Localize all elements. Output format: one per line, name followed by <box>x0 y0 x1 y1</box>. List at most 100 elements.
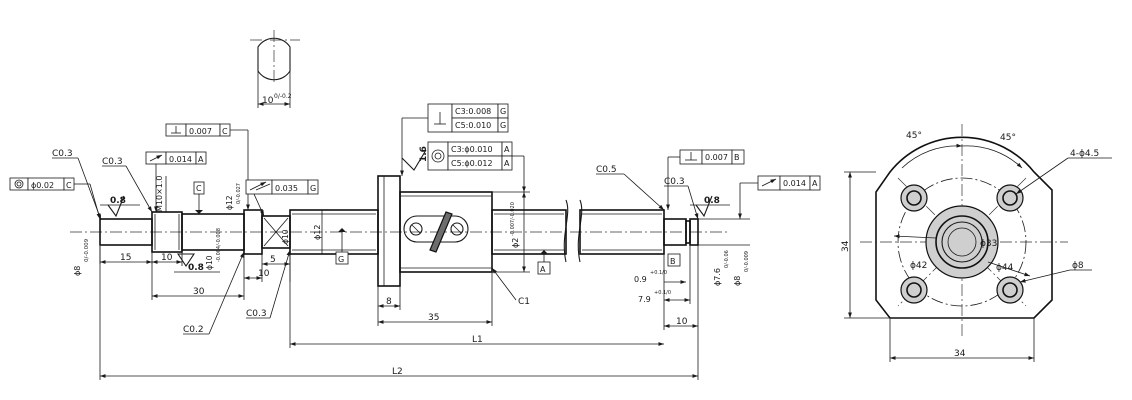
frame-runout-a: 0.014 A <box>145 151 207 212</box>
bolt-hole-bl <box>900 276 928 304</box>
screw-shaft <box>70 199 730 263</box>
flange-outline <box>875 136 1053 319</box>
roughness-under: 0.8 <box>188 263 204 273</box>
angle-left: 45° <box>906 131 922 141</box>
left-journal-tol: 0/-0.009 <box>84 238 90 262</box>
frame-perp-b-value: 0.007 <box>705 153 728 162</box>
bolt-hole-tl <box>900 184 928 212</box>
frame-runout-a-value: 0.014 <box>169 155 192 164</box>
datum-c: C <box>196 184 202 193</box>
dim-L1: L1 <box>472 335 483 345</box>
conc-nut-c3-datum: A <box>504 145 510 154</box>
ball-nut <box>377 175 493 287</box>
bore-core <box>947 227 977 257</box>
frame-runout-a-right: 0.014 A <box>738 175 821 219</box>
conc-nut-c3: C3:ϕ0.010 <box>451 145 493 154</box>
roughness-nut-symbol <box>401 149 427 171</box>
chamfer-nut: C1 <box>518 297 530 307</box>
datum-b: B <box>670 257 676 266</box>
detail-width-tol: 0/-0.2 <box>274 93 292 100</box>
roughness-left: 0.8 <box>110 196 126 206</box>
groove-dia-tol: 0/-0.06 <box>724 250 730 268</box>
right-end <box>689 218 699 246</box>
thread-spec: M10×1.0 <box>155 175 164 212</box>
frame-runout-a-right-value: 0.014 <box>783 179 806 188</box>
overall-dimensions: L1 L2 <box>99 246 698 380</box>
frame-perp-nut: C3:0.008 G C5:0.010 G <box>400 103 509 176</box>
bearing-tol: -0.004/-0.008 <box>216 228 222 262</box>
flange-height: 34 <box>841 240 851 252</box>
bolt-hole-tr <box>996 184 1024 212</box>
conc-nut-c5-datum: A <box>504 159 510 168</box>
left-tolerance-frames: ϕ0.02 C 0.014 A 0.007 C <box>9 123 319 220</box>
tube-screw-left <box>409 222 423 236</box>
right-journal-tol: 0/-0.009 <box>744 251 750 272</box>
right-dimensions: C0.5 C0.3 0.007 B 0.014 A 0.8 <box>596 149 821 380</box>
frame-perp-b-datum: B <box>734 153 740 162</box>
left-dimensions: ϕ8 0/-0.009 15 10 30 10 5 M10×1.0 ϕ10 -0… <box>52 149 349 335</box>
shaft-dia: ϕ12 <box>313 225 322 240</box>
frame-conc-c-datum: C <box>66 181 72 190</box>
nut-flange <box>377 175 401 287</box>
datum-b-box <box>667 253 681 267</box>
left-journal-dia: ϕ8 <box>73 266 82 276</box>
perp-nut-c5: C5:0.010 <box>455 121 491 130</box>
chamfer-left-end: C0.3 <box>52 149 73 159</box>
frame-perp-c-value: 0.007 <box>189 127 212 136</box>
shoulder-dia: ϕ12 <box>225 195 234 210</box>
groove-width: 0.9 <box>634 275 647 284</box>
nut-body <box>399 191 493 273</box>
pcd-circle <box>897 177 1027 307</box>
frame-runout-a-right-datum: A <box>812 179 818 188</box>
tube-screw-right <box>450 222 464 236</box>
frame-concentricity-c: ϕ0.02 C <box>9 177 101 220</box>
frame-runout-g-value: 0.035 <box>275 184 298 193</box>
perp-nut-c3-datum: G <box>500 107 506 116</box>
datum-a: A <box>540 265 546 274</box>
chamfer-right-top: C0.5 <box>596 165 617 175</box>
chamfer-right-end: C0.3 <box>664 177 685 187</box>
frame-conc-nut: C3:ϕ0.010 A C5:ϕ0.012 A <box>427 141 526 192</box>
chamfer-thread: C0.3 <box>102 157 123 167</box>
groove-pos-tol: +0.1/0 <box>654 290 671 296</box>
frame-runout-a-datum: A <box>198 155 204 164</box>
bolt-hole-br <box>996 276 1024 304</box>
roughness-right: 0.8 <box>704 196 720 206</box>
flange-end-view: 45° 45° 4-ϕ4.5 ϕ8 ϕ33 ϕ42 ϕ44 34 34 <box>841 124 1112 362</box>
bore-outer <box>935 215 989 269</box>
roughness-under-symbol <box>176 253 196 267</box>
right-journal-dia: ϕ8 <box>733 276 742 286</box>
dim-5: 5 <box>270 255 276 265</box>
angle-right: 45° <box>1000 133 1016 143</box>
dim-10b: 10 <box>258 269 270 279</box>
dim-10a: 10 <box>161 253 173 263</box>
groove-dia: ϕ7.6 <box>713 268 722 286</box>
perp-nut-c3: C3:0.008 <box>455 107 491 116</box>
counterbore-spec: ϕ8 <box>1072 261 1084 271</box>
roughness-right-symbol <box>695 195 713 218</box>
nut-body-tol: -0.007/-0.020 <box>510 202 516 236</box>
groove-width-tol: +0.1/0 <box>650 270 667 276</box>
bearing-dia: ϕ10 <box>205 255 214 270</box>
datum-g: G <box>338 255 344 264</box>
ball-return-path <box>429 211 453 253</box>
flat-detail-view: 10 0/-0.2 <box>250 30 300 108</box>
dim-10c: 10 <box>676 317 688 327</box>
nut-dimensions: C3:0.008 G C5:0.010 G C3:ϕ0.010 A C5:ϕ0.… <box>377 103 551 326</box>
pcd-dia: ϕ42 <box>910 261 927 271</box>
shoulder-tol: 0/-0.027 <box>236 183 242 204</box>
break-line-left <box>563 199 569 263</box>
flat-dia: ϕ10 <box>281 229 290 244</box>
roughness-left-symbol <box>107 195 125 218</box>
groove-pos: 7.9 <box>638 295 651 304</box>
frame-conc-c-value: ϕ0.02 <box>31 181 54 190</box>
conc-nut-c5: C5:ϕ0.012 <box>451 159 493 168</box>
detail-width-label: 10 <box>262 96 274 106</box>
nut-body-dia: ϕ2 <box>511 238 520 248</box>
chamfer-bearing-bottom: C0.3 <box>246 309 267 319</box>
frame-runout-g-datum: G <box>310 184 316 193</box>
bolt-hole-spec: 4-ϕ4.5 <box>1070 149 1099 159</box>
frame-perpendicular-b: 0.007 B <box>666 149 745 210</box>
roughness-nut: 1.6 <box>419 146 429 162</box>
